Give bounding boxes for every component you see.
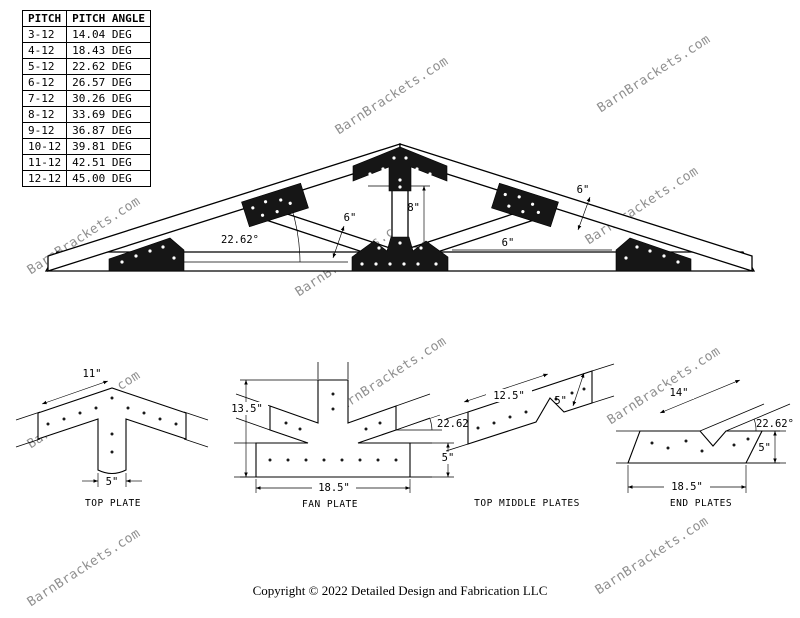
top-middle-width-label: 5" bbox=[554, 395, 567, 407]
detail-end-plates: 14" 22.62° 5" 18.5" END PLATES bbox=[616, 379, 794, 509]
bolt-holes bbox=[650, 437, 750, 453]
top-middle-plate-shape bbox=[467, 370, 593, 445]
bolt-holes bbox=[46, 396, 178, 454]
timber-outline bbox=[445, 363, 615, 452]
top-middle-length-label: 12.5" bbox=[493, 390, 525, 402]
bottom-right-dim-label: 6" bbox=[502, 237, 515, 249]
top-plate-dim-leg: 5" bbox=[82, 473, 142, 488]
fan-plate-title: FAN PLATE bbox=[302, 499, 358, 510]
detail-fan-plate: 13.5" 22.62° 5" 18.5" FAN PLATE bbox=[226, 362, 475, 510]
apex-bracket bbox=[352, 146, 448, 192]
detail-top-middle-plates: 12.5" 5" TOP MIDDLE PLATES bbox=[445, 363, 615, 509]
steel-brackets bbox=[108, 146, 692, 272]
end-plate-dim-top: 14" bbox=[659, 379, 741, 414]
fan-plate-shape bbox=[255, 379, 411, 478]
pitch-header: PITCH bbox=[21, 10, 68, 27]
end-plate-dim-angle: 22.62° bbox=[753, 418, 794, 432]
timber-members bbox=[44, 143, 756, 272]
top-plate-leg-label: 5" bbox=[106, 476, 119, 488]
fan-plate-band-label: 5" bbox=[442, 452, 455, 464]
end-plates-title: END PLATES bbox=[670, 498, 732, 509]
left-heel-bracket bbox=[108, 237, 185, 272]
fan-plate-dim-height: 13.5" bbox=[226, 379, 318, 478]
detail-top-plate: 11" 5" TOP PLATE bbox=[15, 368, 209, 509]
fan-plate-height-label: 13.5" bbox=[231, 403, 263, 415]
bolt-holes bbox=[503, 192, 540, 215]
fan-plate-angle-label: 22.62° bbox=[437, 418, 475, 430]
right-middle-bracket bbox=[491, 182, 559, 228]
right-heel-bracket bbox=[615, 237, 692, 272]
heel-angle-label: 22.62° bbox=[221, 234, 259, 246]
end-plate-shape bbox=[627, 430, 763, 464]
timber-outline bbox=[15, 411, 209, 448]
bolt-holes bbox=[251, 198, 292, 217]
top-plate-title: TOP PLATE bbox=[85, 498, 141, 509]
end-plate-top-label: 14" bbox=[670, 387, 689, 399]
top-middle-title: TOP MIDDLE PLATES bbox=[474, 498, 580, 509]
left-strut-dimension: 6" bbox=[332, 212, 357, 259]
top-plate-dim-length: 11" bbox=[41, 368, 109, 405]
bolt-holes bbox=[268, 392, 398, 462]
end-plate-length-label: 18.5" bbox=[671, 481, 703, 493]
bottom-right-dimension: 6" bbox=[452, 237, 612, 251]
top-middle-dim-length: 12.5" bbox=[463, 373, 549, 403]
fan-plate-length-label: 18.5" bbox=[318, 482, 350, 494]
end-plate-dim-band: 5" bbox=[746, 430, 780, 464]
fan-plate-dim-length: 18.5" bbox=[255, 479, 411, 494]
truss-diagram: 22.62° 8" 6" 6" 6" bbox=[44, 143, 756, 272]
right-rafter-dim-label: 6" bbox=[577, 184, 590, 196]
top-middle-dim-width: 5" bbox=[554, 372, 585, 407]
left-middle-bracket bbox=[241, 182, 309, 228]
copyright-text: Copyright © 2022 Detailed Design and Fab… bbox=[252, 583, 548, 598]
fan-plate-dim-angle: 22.62° bbox=[395, 414, 475, 431]
pitch-table-header: PITCH PITCH ANGLE bbox=[21, 10, 151, 27]
left-strut-dim-label: 6" bbox=[344, 212, 357, 224]
end-plate-band-label: 5" bbox=[758, 442, 771, 454]
end-plate-dim-length: 18.5" bbox=[627, 465, 747, 493]
king-post-dim-label: 8" bbox=[407, 202, 420, 214]
top-plate-shape bbox=[37, 387, 187, 475]
bolt-holes bbox=[120, 156, 680, 266]
fan-plate-dim-band: 5" bbox=[410, 442, 459, 478]
right-rafter-dimension: 6" bbox=[577, 184, 591, 231]
end-plate-angle-label: 22.62° bbox=[756, 418, 794, 430]
top-plate-length-label: 11" bbox=[83, 368, 102, 380]
